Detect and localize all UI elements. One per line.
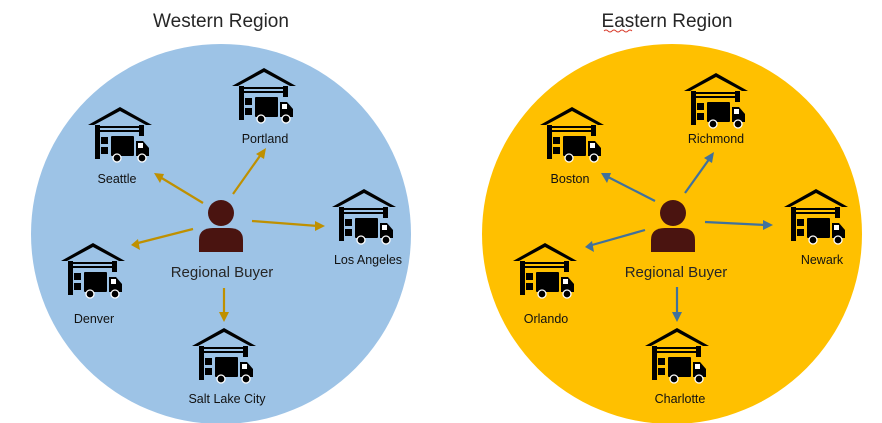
site-label: Denver	[74, 312, 114, 326]
buyer-label: Regional Buyer	[171, 264, 274, 281]
arrow-to-newark	[704, 220, 766, 227]
arrowhead-seattle	[154, 173, 164, 183]
eastern-site-charlotte: Charlotte	[644, 327, 710, 406]
western-site-seattle: Seattle	[87, 106, 153, 186]
eastern-site-orlando: Orlando	[512, 242, 578, 326]
site-label: Seattle	[98, 172, 137, 186]
arrow-to-portland	[232, 152, 263, 195]
site-label: Orlando	[524, 312, 569, 326]
arrowhead-denver	[131, 239, 140, 250]
arrow-to-denver	[137, 227, 194, 245]
eastern-region-title: Eastern Region	[602, 11, 733, 32]
eastern-site-boston: Boston	[539, 106, 605, 186]
arrow-to-orlando	[591, 228, 646, 247]
arrow-to-seattle	[159, 176, 204, 204]
western-site-denver: Denver	[60, 242, 126, 326]
site-label: Newark	[801, 253, 844, 267]
site-label: Boston	[551, 172, 590, 186]
arrowhead-newark	[763, 220, 773, 230]
arrowhead-boston	[601, 173, 611, 183]
western-region-title: Western Region	[153, 11, 289, 32]
western-region: Western Region Portland Seattle Los Ange…	[31, 11, 411, 423]
arrowhead-los-angeles	[315, 221, 325, 231]
site-label: Salt Lake City	[188, 392, 266, 406]
eastern-arrows	[585, 152, 773, 322]
buyer-label: Regional Buyer	[625, 264, 728, 281]
spelling-underline	[603, 29, 633, 33]
arrowhead-orlando	[585, 241, 594, 252]
site-label: Charlotte	[655, 392, 706, 406]
arrow-to-boston	[607, 176, 656, 202]
site-label: Portland	[242, 132, 289, 146]
site-label: Los Angeles	[334, 253, 402, 267]
eastern-region: Eastern Region Richmond Boston Newark	[482, 11, 862, 423]
western-arrows	[131, 148, 325, 322]
eastern-site-newark: Newark	[783, 188, 849, 267]
arrowhead-richmond	[704, 152, 714, 163]
western-buyer: Regional Buyer	[171, 200, 274, 281]
eastern-site-richmond: Richmond	[683, 72, 749, 146]
arrow-to-richmond	[684, 157, 711, 194]
western-site-salt-lake-city: Salt Lake City	[188, 327, 266, 406]
arrowhead-charlotte	[672, 312, 682, 322]
site-label: Richmond	[688, 132, 744, 146]
arrowhead-portland	[256, 148, 266, 159]
western-site-los-angeles: Los Angeles	[331, 188, 402, 267]
arrow-to-los-angeles	[251, 219, 319, 228]
western-site-portland: Portland	[231, 67, 297, 146]
arrowhead-salt-lake-city	[219, 312, 229, 322]
eastern-buyer: Regional Buyer	[625, 200, 728, 281]
